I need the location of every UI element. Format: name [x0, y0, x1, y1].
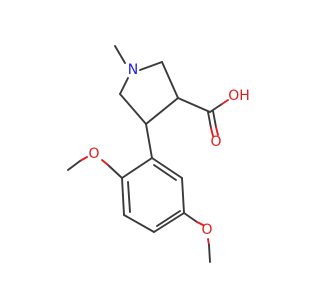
bond-c-o-double-b: [212, 110, 217, 128]
bond-ar2-ar3: [121, 177, 125, 216]
bond-ar5-ar6: [181, 177, 185, 214]
bond-c2-c3: [161, 61, 179, 99]
bond-c-o-double-b-red: [215, 126, 219, 136]
bond-o-methyl-5: [208, 244, 211, 263]
bond-c4-c5: [119, 93, 147, 125]
bond-c3-cooh: [177, 97, 211, 113]
structure-diagram: N OH O O O: [67, 45, 250, 263]
bond-n-methyl: [114, 45, 126, 64]
bond-c5-n: [119, 77, 129, 95]
bond-aromatic-inner-3: [153, 164, 177, 181]
bond-ar4-ar5: [153, 212, 185, 233]
atom-o-methoxy-5: O: [201, 222, 212, 238]
bond-ar1-ar2: [121, 157, 153, 179]
atom-o-carbonyl: O: [210, 134, 221, 150]
bond-c-o-double-a-red: [210, 127, 214, 137]
bond-o-methyl-2: [67, 160, 81, 171]
bond-o-ar2-red: [101, 159, 109, 166]
bond-oh-red: [221, 99, 229, 105]
bond-c-o-double-a: [207, 111, 212, 129]
bond-o-me-red: [79, 156, 88, 162]
bond-ar2-o: [107, 164, 123, 179]
atom-oh: OH: [228, 88, 250, 104]
bond-o-ar5-red: [196, 221, 204, 226]
bond-n-c2: [139, 61, 163, 71]
bond-c3-c4: [145, 97, 179, 125]
bond-ar3-ar4: [123, 214, 155, 233]
bond-o5-me-red: [207, 238, 210, 246]
bond-aromatic-inner-1: [127, 181, 131, 213]
atom-o-methoxy-2: O: [88, 146, 99, 162]
bond-aromatic-inner-2: [156, 210, 181, 227]
bond-c4-aryl: [145, 123, 153, 159]
bond-ar5-o: [183, 212, 198, 223]
atom-n: N: [128, 62, 138, 78]
bond-c-oh: [209, 103, 223, 113]
bond-ar6-ar1: [151, 157, 183, 179]
